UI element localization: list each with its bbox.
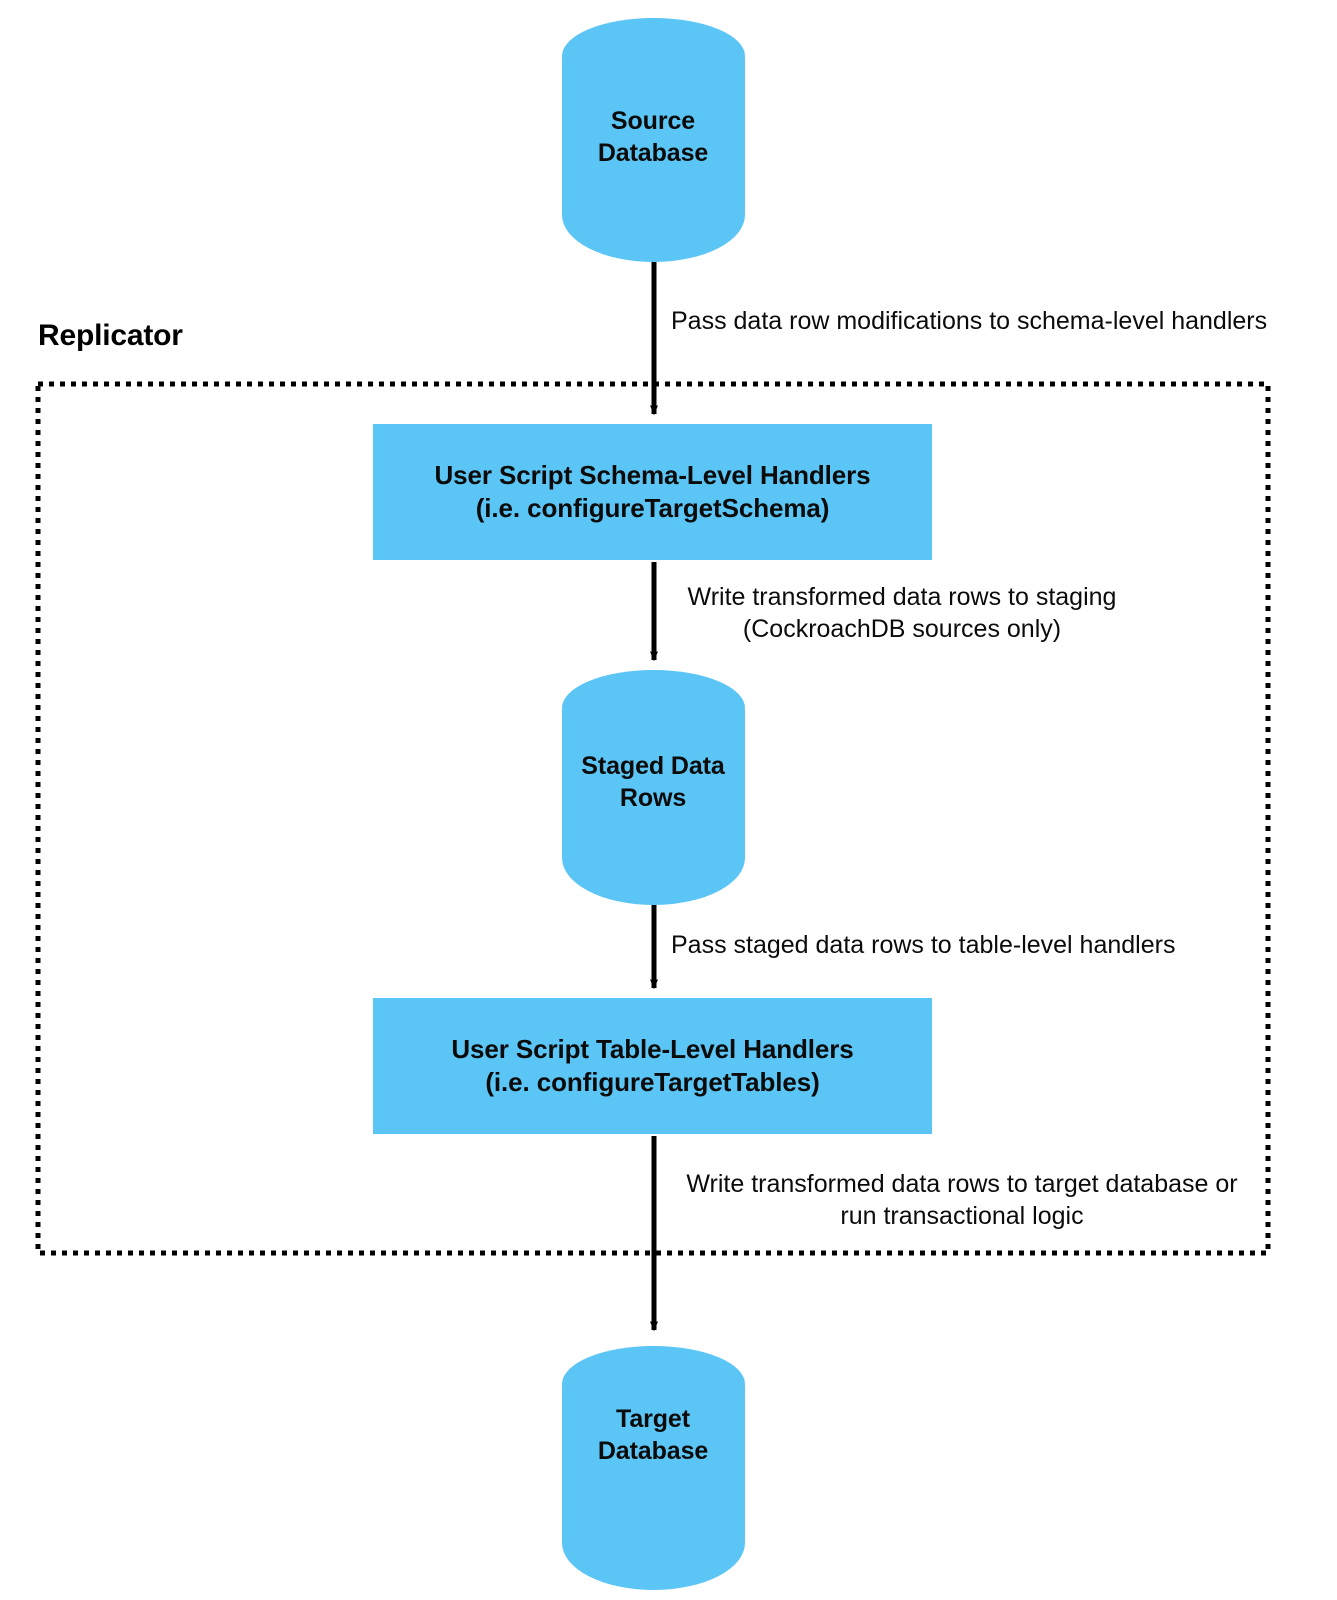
replicator-group-border xyxy=(35,381,1271,1256)
edge-source-to-schema-label: Pass data row modifications to schema-le… xyxy=(671,307,1268,335)
table-level-handlers-shape xyxy=(373,998,932,1134)
target-database-label: Target Database xyxy=(597,1405,709,1465)
source-database-shape xyxy=(562,18,745,262)
schema-level-handlers-shape xyxy=(373,424,932,560)
edge-staged-to-table-label: Pass staged data rows to table-level han… xyxy=(671,931,1176,959)
edge-schema-to-staged-label: Write transformed data rows to staging (… xyxy=(687,583,1117,643)
schema-level-handlers-label: User Script Schema-Level Handlers (i.e. … xyxy=(434,460,871,523)
staged-data-rows-shape xyxy=(562,670,745,905)
staged-data-rows-label: Staged Data Rows xyxy=(581,752,725,812)
table-level-handlers-label: User Script Table-Level Handlers (i.e. c… xyxy=(451,1034,854,1097)
replicator-group-title: Replicator xyxy=(38,319,183,352)
target-database-shape xyxy=(562,1346,745,1590)
source-database-label: Source Database xyxy=(597,107,709,167)
edge-table-to-target-label: Write transformed data rows to target da… xyxy=(686,1170,1238,1230)
